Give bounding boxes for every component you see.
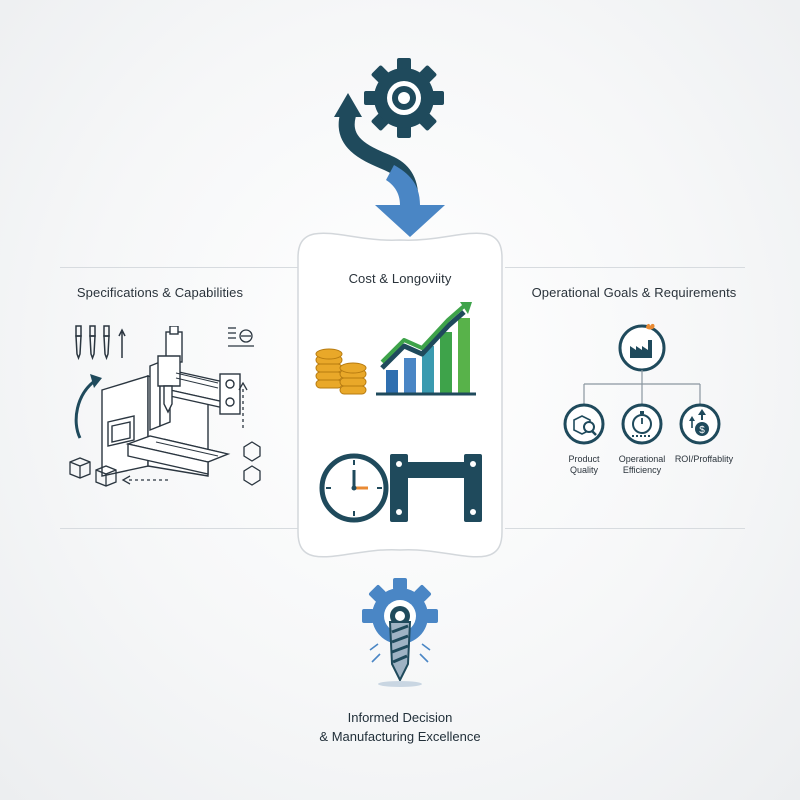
band-bottom-line-right [505, 528, 745, 529]
bottom-title-line2: & Manufacturing Excellence [319, 729, 481, 744]
gear-icon [334, 58, 445, 237]
rising-bar-chart-icon [376, 302, 476, 398]
cube-icon [66, 454, 122, 490]
gauge-icon [226, 324, 256, 354]
branch-label-efficiency-text: Operational Efficiency [618, 454, 666, 475]
svg-text:$: $ [699, 425, 705, 436]
coin-stacks-icon [312, 346, 372, 398]
center-title: Cost & Longoviity [348, 271, 452, 286]
bottom-title-line1: Informed Decision [347, 710, 453, 725]
clock-icon [318, 452, 390, 524]
dollar-growth-icon: $ [678, 402, 722, 446]
drill-bits-icon [70, 322, 130, 362]
machine-frame-icon [386, 452, 486, 524]
band-top-line-left [60, 267, 300, 268]
branch-label-roi: ROI/Proffablity [666, 454, 742, 465]
factory-icon [616, 320, 668, 372]
dashed-arrow-up-icon [236, 380, 250, 430]
dashed-arrow-left-icon [120, 474, 170, 486]
branch-label-quality-text: Product Quality [568, 454, 600, 475]
hexagon-icon [240, 440, 264, 488]
cnc-machine-icon [98, 326, 248, 486]
bottom-title: Informed Decision & Manufacturing Excell… [300, 708, 500, 746]
left-title: Specifications & Capabilities [76, 285, 244, 300]
band-bottom-line-left [60, 528, 300, 529]
gear-drill-icon [350, 572, 450, 692]
stopwatch-icon [620, 402, 664, 446]
tree-connector [578, 370, 708, 404]
top-gear-arrow [330, 55, 470, 240]
branch-label-roi-text: ROI/Proffablity [674, 454, 734, 464]
branch-label-quality: Product Quality [554, 454, 614, 476]
band-top-line-right [505, 267, 745, 268]
cycle-arrow-icon [70, 372, 104, 442]
quality-inspection-icon [562, 402, 606, 446]
right-title: Operational Goals & Requirements [531, 285, 737, 300]
branch-label-efficiency: Operational Efficiency [608, 454, 676, 476]
